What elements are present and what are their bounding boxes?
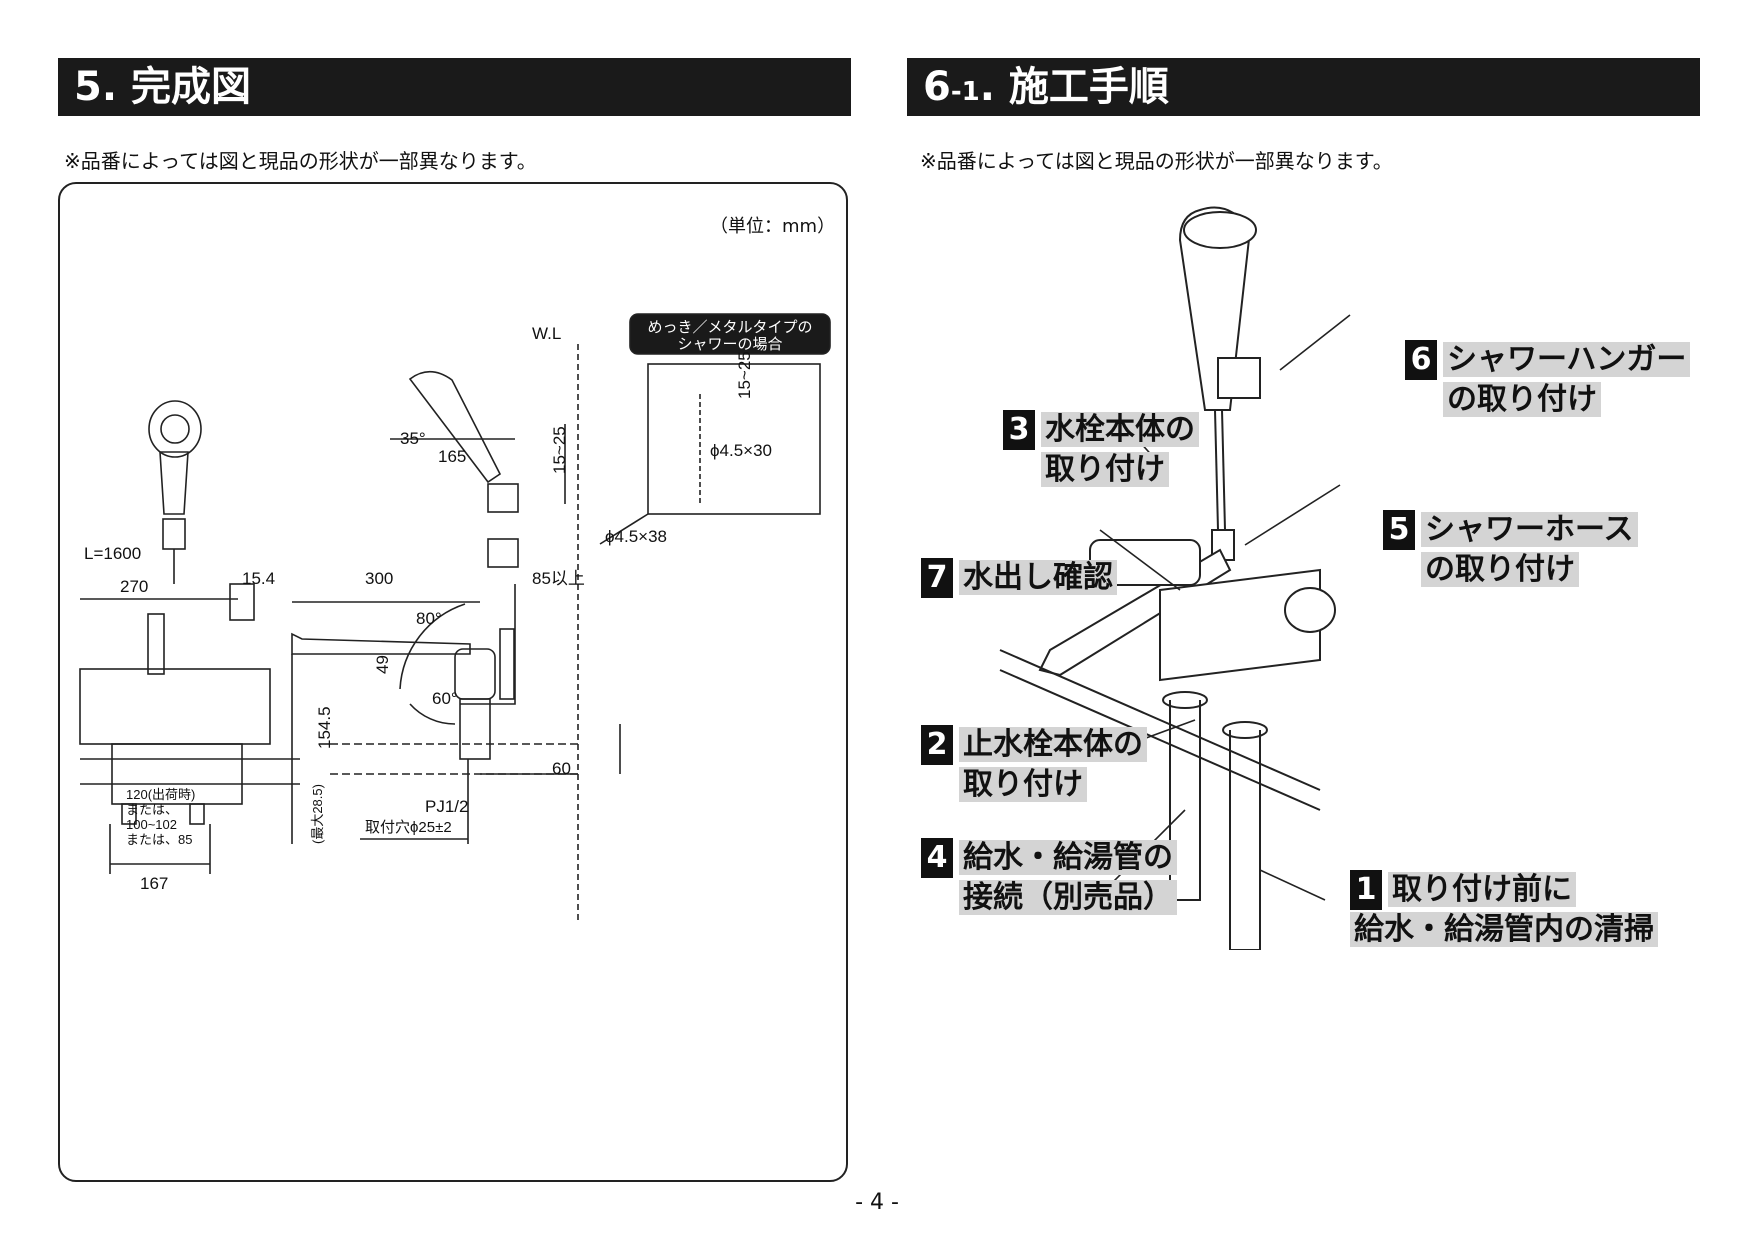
- front-shower-head: [148, 400, 202, 458]
- step-3-label2: 取り付け: [1041, 452, 1169, 487]
- dim-15-25-detail: 15~25: [735, 351, 754, 399]
- side-hanger-top: [487, 483, 519, 513]
- side-base: [459, 698, 491, 760]
- step-7-label1: 水出し確認: [959, 560, 1117, 595]
- dim-phi-38: ϕ4.5×38: [605, 527, 667, 546]
- dim-85: 85以上: [532, 569, 585, 588]
- step-4-label2: 接続（別売品）: [959, 880, 1177, 915]
- step-6-label2: の取り付け: [1443, 382, 1601, 417]
- step-3-number: 3: [1003, 410, 1035, 450]
- callout-line1: めっき／メタルタイプの: [647, 319, 812, 336]
- step-2-number: 2: [921, 725, 953, 765]
- section-6-number: 6: [923, 64, 951, 110]
- step-6-label1: シャワーハンガー: [1443, 342, 1691, 377]
- step-4-label1: 給水・給湯管の: [959, 840, 1177, 875]
- supply-pipe-right: [1229, 730, 1261, 950]
- completion-diagram: めっき／メタルタイプの シャワーの場合 W.L L=1600 270 15.4 …: [79, 313, 831, 924]
- pitch-line2: または、: [126, 802, 178, 817]
- step-6-number: 6: [1405, 340, 1437, 380]
- section-6-sub: -1: [950, 77, 980, 107]
- dim-15-25: 15~25: [550, 426, 569, 474]
- section-5-number: 5.: [74, 64, 118, 110]
- dim-49: 49: [373, 655, 392, 674]
- step-5-number: 5: [1383, 510, 1415, 550]
- side-hose-fitting: [499, 628, 515, 700]
- side-spout: [291, 632, 471, 655]
- callout-line2: シャワーの場合: [677, 336, 782, 353]
- pitch-line4: または、85: [126, 832, 192, 847]
- unit-label: （単位：mm）: [710, 216, 836, 237]
- step-1-number: 1: [1350, 870, 1382, 910]
- callout-detail-box: [647, 363, 821, 515]
- step-1-label1: 取り付け前に: [1388, 872, 1576, 907]
- dim-154-5: 154.5: [315, 706, 334, 749]
- front-base: [111, 743, 243, 805]
- section-5-title: 完成図: [130, 64, 251, 110]
- dim-165: 165: [438, 447, 466, 466]
- right-note: ※品番によっては図と現品の形状が一部異なります。: [920, 149, 1393, 173]
- side-hanger-bottom: [487, 538, 519, 568]
- step-2-label2: 取り付け: [959, 767, 1087, 802]
- dim-hose-length: L=1600: [84, 544, 141, 563]
- front-shower-handle: [159, 451, 189, 515]
- left-note: ※品番によっては図と現品の形状が一部異なります。: [64, 149, 537, 173]
- step-4-number: 4: [921, 838, 953, 878]
- supply-pipe-left: [1169, 700, 1201, 901]
- dim-pj: PJ1/2: [425, 797, 468, 816]
- angle-60-arc: [409, 703, 456, 725]
- front-hanger: [162, 518, 186, 550]
- shower-hanger: [1217, 357, 1261, 399]
- angle-80-arc: [399, 603, 466, 690]
- dim-max: (最大28.5): [310, 784, 325, 844]
- front-faucet-body: [79, 668, 271, 745]
- step-3-label1: 水栓本体の: [1041, 412, 1199, 447]
- faucet-body: [1159, 568, 1321, 682]
- installation-illustration: [999, 206, 1351, 950]
- dim-angle-80: 80°: [416, 609, 442, 628]
- dim-15-4: 15.4: [242, 569, 275, 588]
- section-5-heading: 5. 完成図: [58, 58, 851, 116]
- step-7-number: 7: [921, 558, 953, 598]
- callout-badge: [629, 313, 831, 355]
- completion-diagram-frame: （単位：mm）: [58, 182, 848, 1182]
- dim-angle-60: 60°: [432, 689, 458, 708]
- dim-60: 60: [552, 759, 571, 778]
- side-body: [454, 648, 496, 700]
- dim-angle-35: 35°: [400, 429, 426, 448]
- dim-270: 270: [120, 577, 148, 596]
- step-5-label2: の取り付け: [1421, 552, 1579, 587]
- dim-300: 300: [365, 569, 393, 588]
- dim-167: 167: [140, 874, 168, 893]
- page-number: - 4 -: [855, 1190, 899, 1215]
- pitch-line1: 120(出荷時): [126, 787, 195, 802]
- pitch-line3: 100~102: [126, 817, 177, 832]
- dim-phi-30: ϕ4.5×30: [710, 441, 772, 460]
- handle-right: [1284, 587, 1336, 633]
- step-1-label2: 給水・給湯管内の清掃: [1350, 912, 1658, 947]
- step-2-label1: 止水栓本体の: [959, 727, 1147, 762]
- dim-hole: 取付穴ϕ25±2: [365, 819, 452, 836]
- side-shower-head: [408, 370, 502, 484]
- dim-wl: W.L: [532, 324, 561, 343]
- section-6-title: . 施工手順: [979, 64, 1169, 110]
- step-5-label1: シャワーホース: [1421, 512, 1638, 547]
- section-6-heading: 6-1. 施工手順: [907, 58, 1700, 116]
